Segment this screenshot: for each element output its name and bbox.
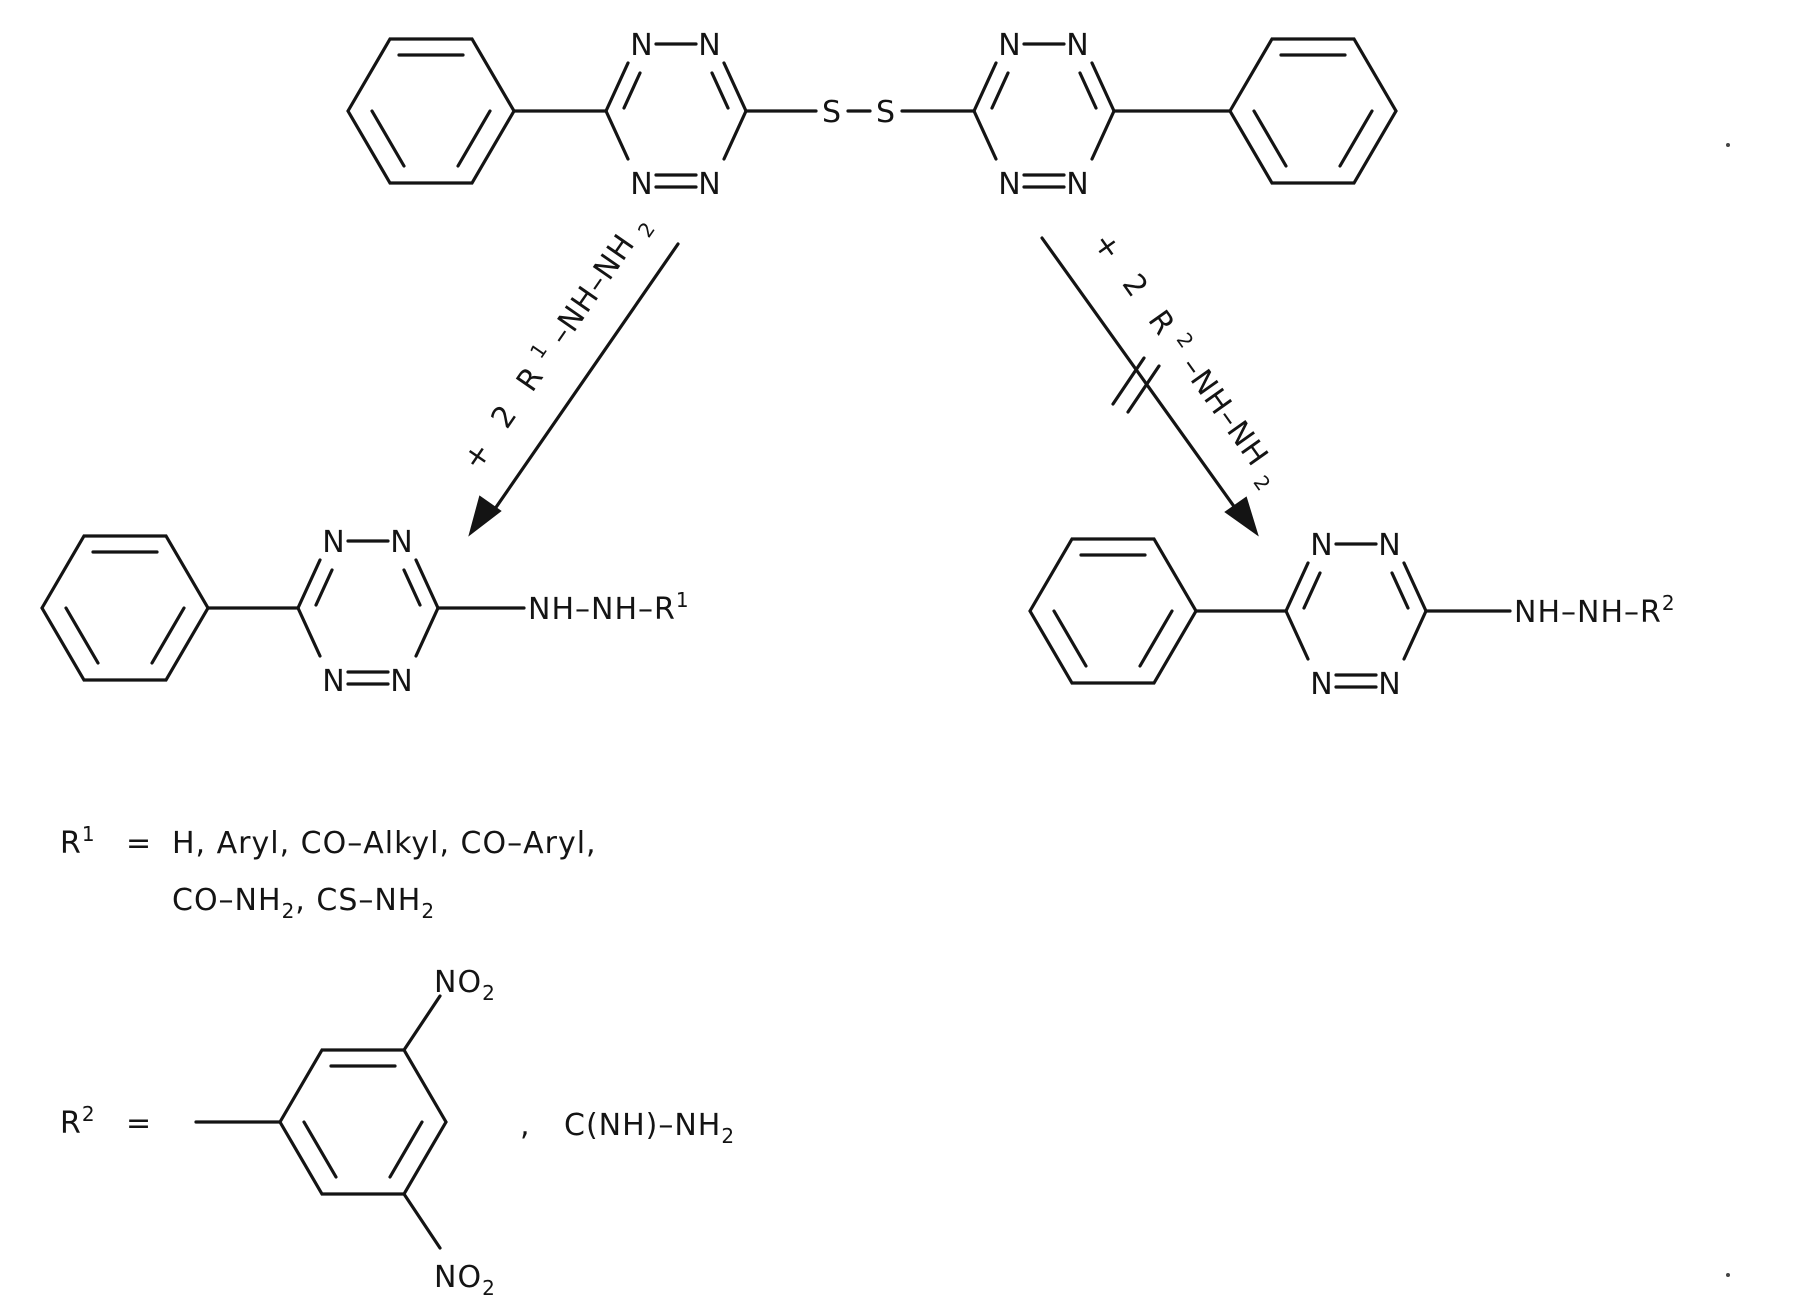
svg-text:+ 2 R: + 2 R 2 –NH–NH 2 <box>1081 219 1299 496</box>
stoichiometry: 2 <box>1115 268 1155 305</box>
reagent-label-right: + 2 R 2 –NH–NH 2 <box>1081 219 1299 496</box>
r2-definition: R2 = NO2 NO2 , C(NH)–NH2 <box>60 965 735 1300</box>
r2-label: R2 <box>60 1102 96 1141</box>
tetrazine-n5: N <box>390 664 413 699</box>
blocked-mark <box>1111 356 1146 406</box>
starting-material: N N N N S S N N N N <box>346 28 1398 202</box>
tetrazine-ring: N N N N <box>1284 528 1428 702</box>
product-left: N N N N NH–NH–R1 <box>40 525 690 699</box>
r-superscript: 2 <box>1172 328 1200 353</box>
subscript: 2 <box>633 217 661 242</box>
r1-options-line1: H, Aryl, CO–Alkyl, CO–Aryl, <box>172 826 597 861</box>
blocked-mark <box>1126 364 1161 414</box>
r1-equals: = <box>126 826 152 861</box>
tetrazine-n1: N <box>998 28 1021 63</box>
scan-speck <box>1726 1273 1730 1277</box>
hydrazine-substituent: NH–NH–R2 <box>1514 591 1676 630</box>
amidine-group: C(NH)–NH2 <box>564 1108 735 1148</box>
nitro-group-bottom: NO2 <box>434 1260 496 1300</box>
tetrazine-n5: N <box>1378 667 1401 702</box>
plus-sign: + <box>456 435 500 476</box>
scan-speck <box>1726 143 1730 147</box>
sulfur-atom-left: S <box>822 95 842 130</box>
tetrazine-n5: N <box>1066 167 1089 202</box>
r-superscript: 1 <box>525 338 553 363</box>
tetrazine-n1: N <box>322 525 345 560</box>
r1-definition: R1 = H, Aryl, CO–Alkyl, CO–Aryl, CO–NH2,… <box>60 822 597 923</box>
tetrazine-n2: N <box>1378 528 1401 563</box>
stoichiometry: 2 <box>485 398 525 434</box>
subscript: 2 <box>1249 471 1277 496</box>
tetrazine-n2: N <box>1066 28 1089 63</box>
tetrazine-n4: N <box>630 167 653 202</box>
r-group: R <box>1141 304 1182 342</box>
tetrazine-n5: N <box>698 167 721 202</box>
tetrazine-n4: N <box>322 664 345 699</box>
nitro-group-top: NO2 <box>434 965 496 1005</box>
tetrazine-ring-top-right: N N N N <box>972 28 1116 202</box>
plus-sign: + <box>1085 226 1129 268</box>
tetrazine-n4: N <box>998 167 1021 202</box>
sulfur-atom-right: S <box>876 95 896 130</box>
tetrazine-n1: N <box>1310 528 1333 563</box>
r-group: R <box>510 360 551 398</box>
tetrazine-n1: N <box>630 28 653 63</box>
r1-options-line2: CO–NH2, CS–NH2 <box>172 883 435 923</box>
svg-text:+ 2 R: + 2 R 1 –NH–NH 2 <box>446 201 660 479</box>
dinitrophenyl-ring <box>194 994 448 1250</box>
tetrazine-ring-top-left: N N N N <box>604 28 748 202</box>
tetrazine-n2: N <box>390 525 413 560</box>
reaction-arrow-left: + 2 R 1 –NH–NH 2 <box>446 201 680 537</box>
r2-equals: = <box>126 1106 152 1141</box>
hydrazine-chain: –NH–NH <box>542 228 642 352</box>
reagent-label-left: + 2 R 1 –NH–NH 2 <box>446 201 661 479</box>
tetrazine-ring: N N N N <box>296 525 440 699</box>
phenyl-ring-top-right <box>1228 37 1398 185</box>
r2-separator: , <box>520 1108 531 1143</box>
product-right: N N N N NH–NH–R2 <box>1028 528 1676 702</box>
r1-label: R1 <box>60 822 96 861</box>
hydrazine-chain: –NH–NH <box>1174 350 1276 473</box>
reaction-arrow-right: + 2 R 2 –NH–NH 2 <box>1040 219 1299 537</box>
phenyl-ring-top-left <box>346 37 516 185</box>
phenyl-ring <box>40 534 210 682</box>
phenyl-ring <box>1028 537 1198 685</box>
disulfide-bridge: S S <box>744 95 976 130</box>
hydrazine-substituent: NH–NH–R1 <box>528 588 690 627</box>
tetrazine-n4: N <box>1310 667 1333 702</box>
tetrazine-n2: N <box>698 28 721 63</box>
